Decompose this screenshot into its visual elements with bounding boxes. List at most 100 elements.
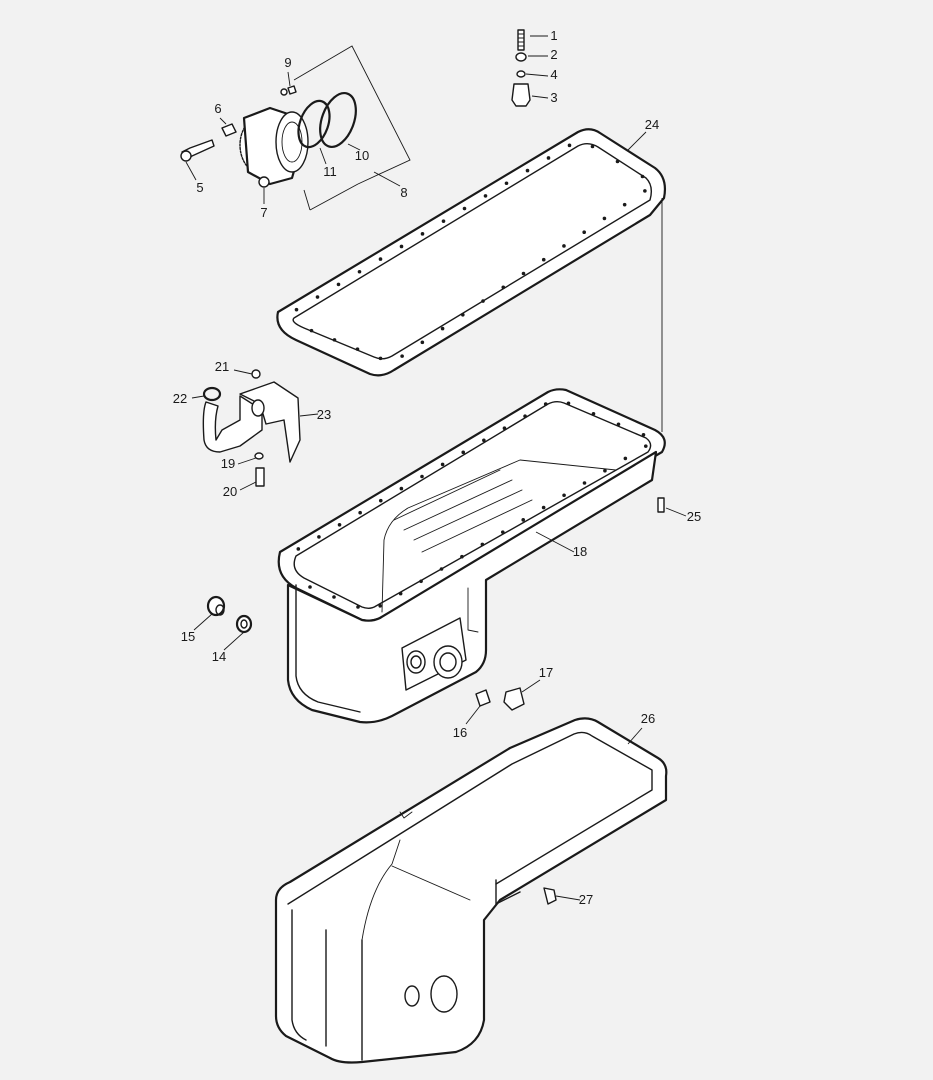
bolt-hole <box>480 542 485 547</box>
callout-label-11: 11 <box>323 164 337 179</box>
callout-label-24: 24 <box>645 117 659 132</box>
bolt-hole <box>562 493 566 498</box>
bolt-hole <box>582 481 587 485</box>
callout-label-21: 21 <box>215 359 229 374</box>
callout-labels: 1234567891011141516171819202122232425262… <box>173 28 701 907</box>
bolt-hole <box>399 244 404 249</box>
bolt-hole <box>541 257 546 262</box>
bolt-hole <box>440 326 445 331</box>
bolt-hole <box>502 426 507 430</box>
callout-label-5: 5 <box>196 180 203 195</box>
bolt-hole <box>616 422 621 427</box>
bolt-hole <box>462 206 467 211</box>
callout-label-20: 20 <box>223 484 237 499</box>
bolt-hole <box>543 402 548 406</box>
bolt-hole <box>420 232 425 236</box>
bolt-hole <box>590 144 595 149</box>
callout-label-3: 3 <box>550 90 557 105</box>
bolt-hole <box>500 530 505 534</box>
callout-label-18: 18 <box>573 544 587 559</box>
bolt-hole <box>483 194 488 198</box>
upper-oil-pan <box>277 388 666 724</box>
bolt-hole <box>641 432 646 437</box>
bolt-hole <box>525 168 530 173</box>
bolt-hole <box>461 313 465 317</box>
oil-pan-shield <box>274 717 668 1064</box>
callout-label-27: 27 <box>579 892 593 907</box>
callout-leader-24 <box>627 131 647 151</box>
bolt-hole <box>521 271 526 276</box>
bolt-hole <box>420 340 425 345</box>
bolt-hole <box>399 486 404 491</box>
bolt-hole <box>440 462 445 467</box>
callout-leader-23 <box>299 413 319 417</box>
bolt-hole <box>400 354 404 358</box>
callout-label-15: 15 <box>181 629 195 644</box>
callout-label-1: 1 <box>550 28 557 43</box>
bolt-hole <box>441 219 446 223</box>
callout-leader-5 <box>185 161 197 181</box>
bolt-hole <box>378 257 383 261</box>
callout-leader-8 <box>373 171 401 187</box>
bolt-hole <box>332 338 337 342</box>
bolt-hole <box>420 474 424 479</box>
callout-label-2: 2 <box>550 47 557 62</box>
callout-leader-22 <box>191 395 205 399</box>
callout-leader-15 <box>193 613 213 631</box>
bolt-hole <box>640 174 645 179</box>
callout-leader-16 <box>465 705 481 725</box>
callout-label-19: 19 <box>221 456 235 471</box>
bolt-hole <box>309 328 314 333</box>
bolt-hole <box>582 230 586 234</box>
bolt-hole <box>482 438 486 443</box>
oil-pickup-tube <box>202 369 301 487</box>
bolt-hole <box>337 523 342 527</box>
bolt-hole <box>615 159 620 164</box>
bolt-hole <box>523 414 527 418</box>
bolt-hole <box>643 444 648 448</box>
bolt-hole <box>521 518 526 522</box>
callout-label-14: 14 <box>212 649 226 664</box>
callout-label-23: 23 <box>317 407 331 422</box>
callout-leader-25 <box>665 507 687 517</box>
bolt-hole <box>294 307 299 312</box>
bolt-hole <box>501 285 506 290</box>
bolt-hole <box>603 468 607 473</box>
small-fittings <box>206 497 665 905</box>
bolt-hole <box>308 585 312 589</box>
callout-leader-10 <box>347 143 361 151</box>
oil-pump-assembly <box>180 45 411 211</box>
callout-leader-4 <box>525 73 549 77</box>
bolt-hole <box>591 411 596 416</box>
callout-label-8: 8 <box>400 185 407 200</box>
bolt-hole <box>378 498 383 503</box>
bolt-hole <box>546 156 551 160</box>
bolt-hole <box>602 216 607 221</box>
bolt-hole <box>378 356 383 361</box>
callout-leader-18 <box>535 531 575 553</box>
bolt-hole <box>315 295 320 299</box>
callout-label-17: 17 <box>539 665 553 680</box>
callout-label-10: 10 <box>355 148 369 163</box>
bolt-hole <box>541 505 546 510</box>
bolt-hole <box>439 567 444 571</box>
bolt-hole <box>481 299 485 303</box>
bolt-hole <box>567 143 572 148</box>
bolt-hole <box>566 401 571 406</box>
oil-pan-gasket <box>276 128 667 377</box>
bolt-hole <box>357 269 362 274</box>
bolt-hole <box>378 604 383 608</box>
callout-leader-26 <box>627 727 643 745</box>
callout-label-16: 16 <box>453 725 467 740</box>
callout-leader-21 <box>233 369 253 375</box>
callout-label-4: 4 <box>550 67 557 82</box>
bolt-hole <box>643 189 647 193</box>
bolt-hole <box>332 595 336 599</box>
callout-label-26: 26 <box>641 711 655 726</box>
callout-leader-19 <box>237 457 257 465</box>
callout-leader-11 <box>319 147 327 165</box>
bolt-hole <box>358 510 362 515</box>
bolt-hole <box>504 181 509 186</box>
bolt-hole <box>419 579 423 584</box>
